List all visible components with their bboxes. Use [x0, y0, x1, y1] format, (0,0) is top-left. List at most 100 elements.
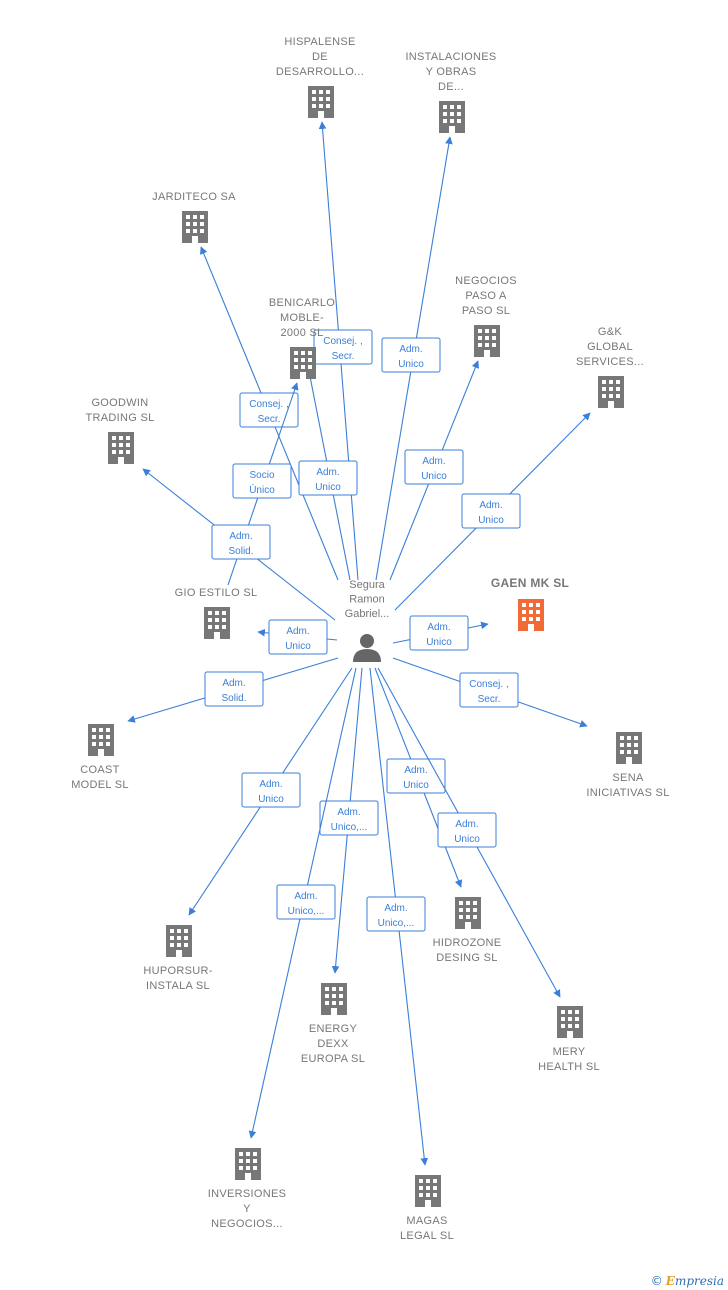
- edge-hidrozone: Adm.Unico: [374, 667, 463, 888]
- edge-hispalense: Consej. , Secr.: [313, 121, 373, 581]
- relation-label[interactable]: Consej. ,Secr.: [239, 392, 299, 428]
- relation-label-line: Unico,...: [331, 822, 368, 833]
- edge-huporsur: Adm. Unico: [188, 667, 353, 916]
- company-name: GOODWIN: [91, 397, 148, 409]
- relation-label-line: Unico,...: [288, 906, 325, 917]
- relation-label-line: Unico: [421, 471, 447, 482]
- company-node-huporsur[interactable]: HUPORSUR-INSTALA SL: [143, 925, 212, 992]
- relation-label[interactable]: Consej. ,Secr.: [459, 672, 519, 708]
- company-node-gio-estilo[interactable]: GIO ESTILO SL: [175, 587, 258, 639]
- relation-label-line: Unico: [258, 794, 284, 805]
- company-node-jarditeco[interactable]: JARDITECO SA: [152, 191, 236, 243]
- person-name: Ramon: [349, 594, 384, 606]
- company-name: NEGOCIOS...: [211, 1218, 283, 1230]
- company-name: DESARROLLO...: [276, 66, 364, 78]
- relation-label-line: Adm.: [399, 344, 422, 355]
- building-icon: [455, 897, 481, 929]
- company-name: GIO ESTILO SL: [175, 587, 258, 599]
- building-icon: [182, 211, 208, 243]
- relation-label[interactable]: Adm.Unico,...: [276, 884, 336, 920]
- edge-magas-legal: Adm. Unico,...: [366, 667, 429, 1166]
- company-node-mery-health[interactable]: MERY HEALTH SL: [538, 1006, 600, 1073]
- edge-gaen-mk: Adm.Unico: [392, 615, 489, 651]
- relation-label[interactable]: Adm.Unico: [409, 615, 469, 651]
- relation-label[interactable]: Adm.Unico: [404, 449, 464, 485]
- company-name: DEXX: [317, 1038, 349, 1050]
- company-name: JARDITECO SA: [152, 191, 236, 203]
- building-icon: [166, 925, 192, 957]
- relation-label[interactable]: Adm.Unico: [268, 619, 328, 655]
- relation-label-line: Adm.: [404, 765, 427, 776]
- edge-gio-estilo: Adm.Unico: [257, 619, 338, 655]
- relation-label-line: Adm.: [259, 779, 282, 790]
- company-name: COAST: [80, 764, 119, 776]
- company-name: TRADING SL: [85, 412, 154, 424]
- company-node-inversiones[interactable]: INVERSIONESYNEGOCIOS...: [208, 1148, 287, 1230]
- building-icon: [290, 347, 316, 379]
- relation-label-line: Adm.: [286, 626, 309, 637]
- company-name: GAEN MK SL: [491, 576, 569, 590]
- relation-label-line: Secr.: [332, 351, 355, 362]
- edge-energy-dexx: Adm. Unico,...: [319, 667, 379, 974]
- company-name: EUROPA SL: [301, 1053, 365, 1065]
- company-name: MERY: [553, 1046, 586, 1058]
- relation-label-line: Unico: [454, 834, 480, 845]
- edge-coast-model: Adm. Solid.: [127, 657, 339, 723]
- relation-label-line: Adm.: [479, 500, 502, 511]
- relation-label[interactable]: Adm.Unico: [298, 460, 358, 496]
- company-name: PASO SL: [462, 305, 510, 317]
- edge-jarditeco: Consej. ,Secr.: [200, 246, 339, 581]
- edge-sena: Consej. ,Secr.: [392, 657, 588, 728]
- person-node[interactable]: SeguraRamonGabriel...: [345, 579, 390, 662]
- company-name: HIDROZONE: [433, 937, 502, 949]
- relation-label[interactable]: Adm.Unico: [381, 337, 441, 373]
- relation-label-line: Solid.: [221, 693, 246, 704]
- relation-label-line: Adm.: [337, 807, 360, 818]
- brand-initial: E: [665, 1274, 675, 1288]
- company-node-hispalense[interactable]: HISPALENSEDEDESARROLLO...: [276, 36, 364, 118]
- relation-label[interactable]: Adm.Unico: [437, 812, 497, 848]
- company-name: Y OBRAS: [426, 66, 477, 78]
- relation-label-line: Unico,...: [378, 918, 415, 929]
- relation-label[interactable]: Adm.Solid.: [211, 524, 271, 560]
- relation-label[interactable]: Adm.Unico: [386, 758, 446, 794]
- relation-label[interactable]: Adm. Unico,...: [319, 800, 379, 836]
- relation-label[interactable]: Adm.Unico: [461, 493, 521, 529]
- building-icon: [415, 1175, 441, 1207]
- company-node-gaen-mk[interactable]: GAEN MK SL: [491, 576, 569, 631]
- company-name: INICIATIVAS SL: [586, 787, 669, 799]
- company-name: HEALTH SL: [538, 1061, 600, 1073]
- company-name: INSTALACIONES: [405, 51, 496, 63]
- building-icon: [204, 607, 230, 639]
- company-name: GLOBAL: [587, 341, 633, 353]
- copyright-symbol: ©: [650, 1274, 663, 1288]
- relation-label-line: Secr.: [478, 694, 501, 705]
- company-node-goodwin[interactable]: GOODWIN TRADING SL: [85, 397, 154, 464]
- relation-label[interactable]: Adm. Solid.: [204, 671, 264, 707]
- relation-label-line: Consej. ,: [249, 399, 288, 410]
- person-icon: [353, 634, 381, 662]
- relation-label[interactable]: Adm.Unico,...: [366, 896, 426, 932]
- relation-label-line: Adm.: [316, 467, 339, 478]
- building-icon: [474, 325, 500, 357]
- building-icon: [616, 732, 642, 764]
- relation-label[interactable]: Adm. Unico: [241, 772, 301, 808]
- relation-label-line: Adm.: [222, 678, 245, 689]
- building-icon: [321, 983, 347, 1015]
- relation-label[interactable]: Consej. , Secr.: [313, 329, 373, 365]
- building-icon: [235, 1148, 261, 1180]
- relation-label-line: Consej. ,: [323, 336, 362, 347]
- company-node-gk-global[interactable]: G&KGLOBALSERVICES...: [576, 326, 644, 408]
- edge-inversiones: Adm. Unico,...: [248, 667, 357, 1139]
- building-icon: [439, 101, 465, 133]
